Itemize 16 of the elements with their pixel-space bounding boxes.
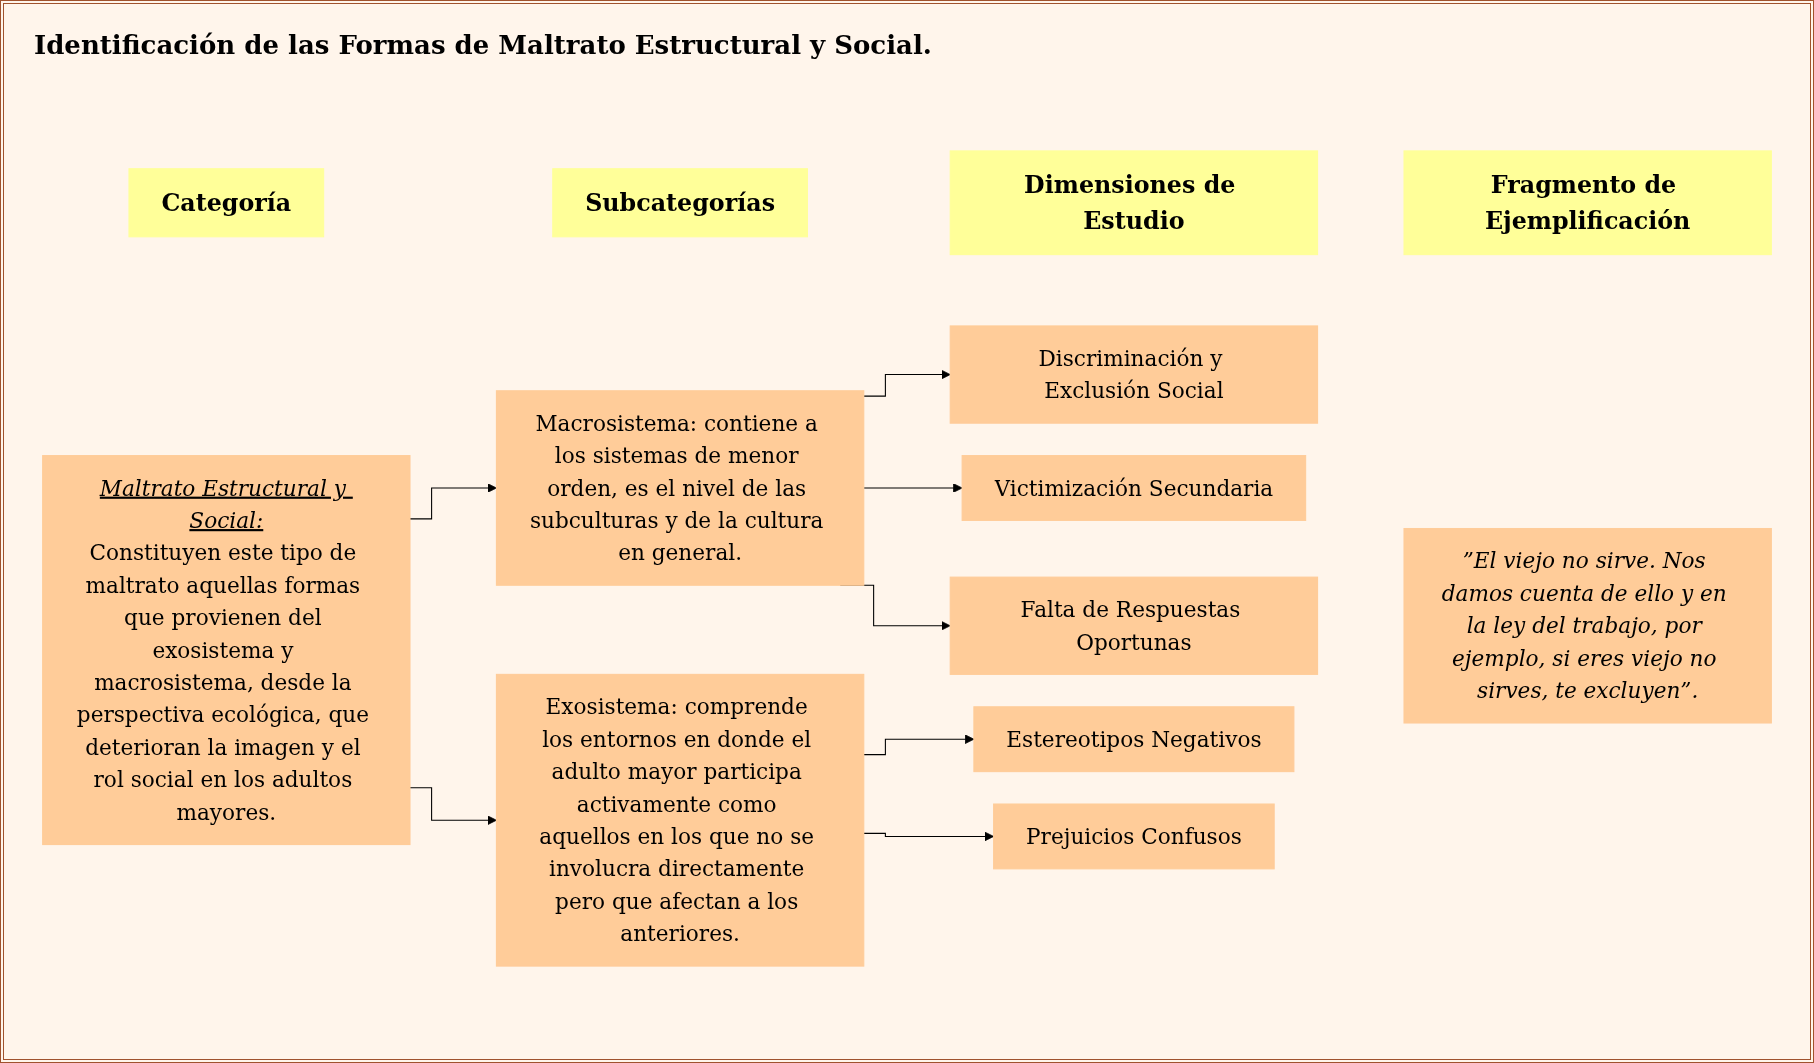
node-box: Victimización Secundaria [961,455,1307,521]
node-box: Prejuicios Confusos [993,803,1275,870]
arrow [863,483,963,493]
node-box: Falta de Respuestas Oportunas [949,576,1319,675]
node-box: Macrosistema: contiene a los sistemas de menor orden, es el nivel de las subculturas y de la cultura en general. [495,390,865,586]
node-box: Subcategorías [552,168,808,238]
node-box: Estereotipos Negativos [973,706,1295,773]
node-box: Exosistema: comprende los entornos en donde el adulto mayor participa activamente como aquellos en los que no se involucra directamente pero que afectan a los anteriores. [495,673,865,967]
node-box: Fragmento de Ejemplificación [1403,150,1772,256]
diagram-title: Identificación de las Formas de Maltrato Estructural y Social. [34,30,933,60]
node-box: Discriminación y Exclusión Social [949,325,1319,424]
node-box: ”El viejo no sirve. Nos damos cuenta de ello y en la ley del trabajo, por ejemplo, si eres viejo no sirves, te excluyen”. [1403,528,1772,724]
node-box: Categoría [128,168,325,238]
node-box: Dimensiones de Estudio [949,150,1319,256]
node-box: Maltrato Estructural y Social: Constituyen este tipo de maltrato aquellas formas que provienen del exosistema y macrosistema, desde la perspectiva ecológica, que deterioran la imagen y el rol social en los adultos mayores. [42,455,411,846]
arrow [863,369,951,397]
